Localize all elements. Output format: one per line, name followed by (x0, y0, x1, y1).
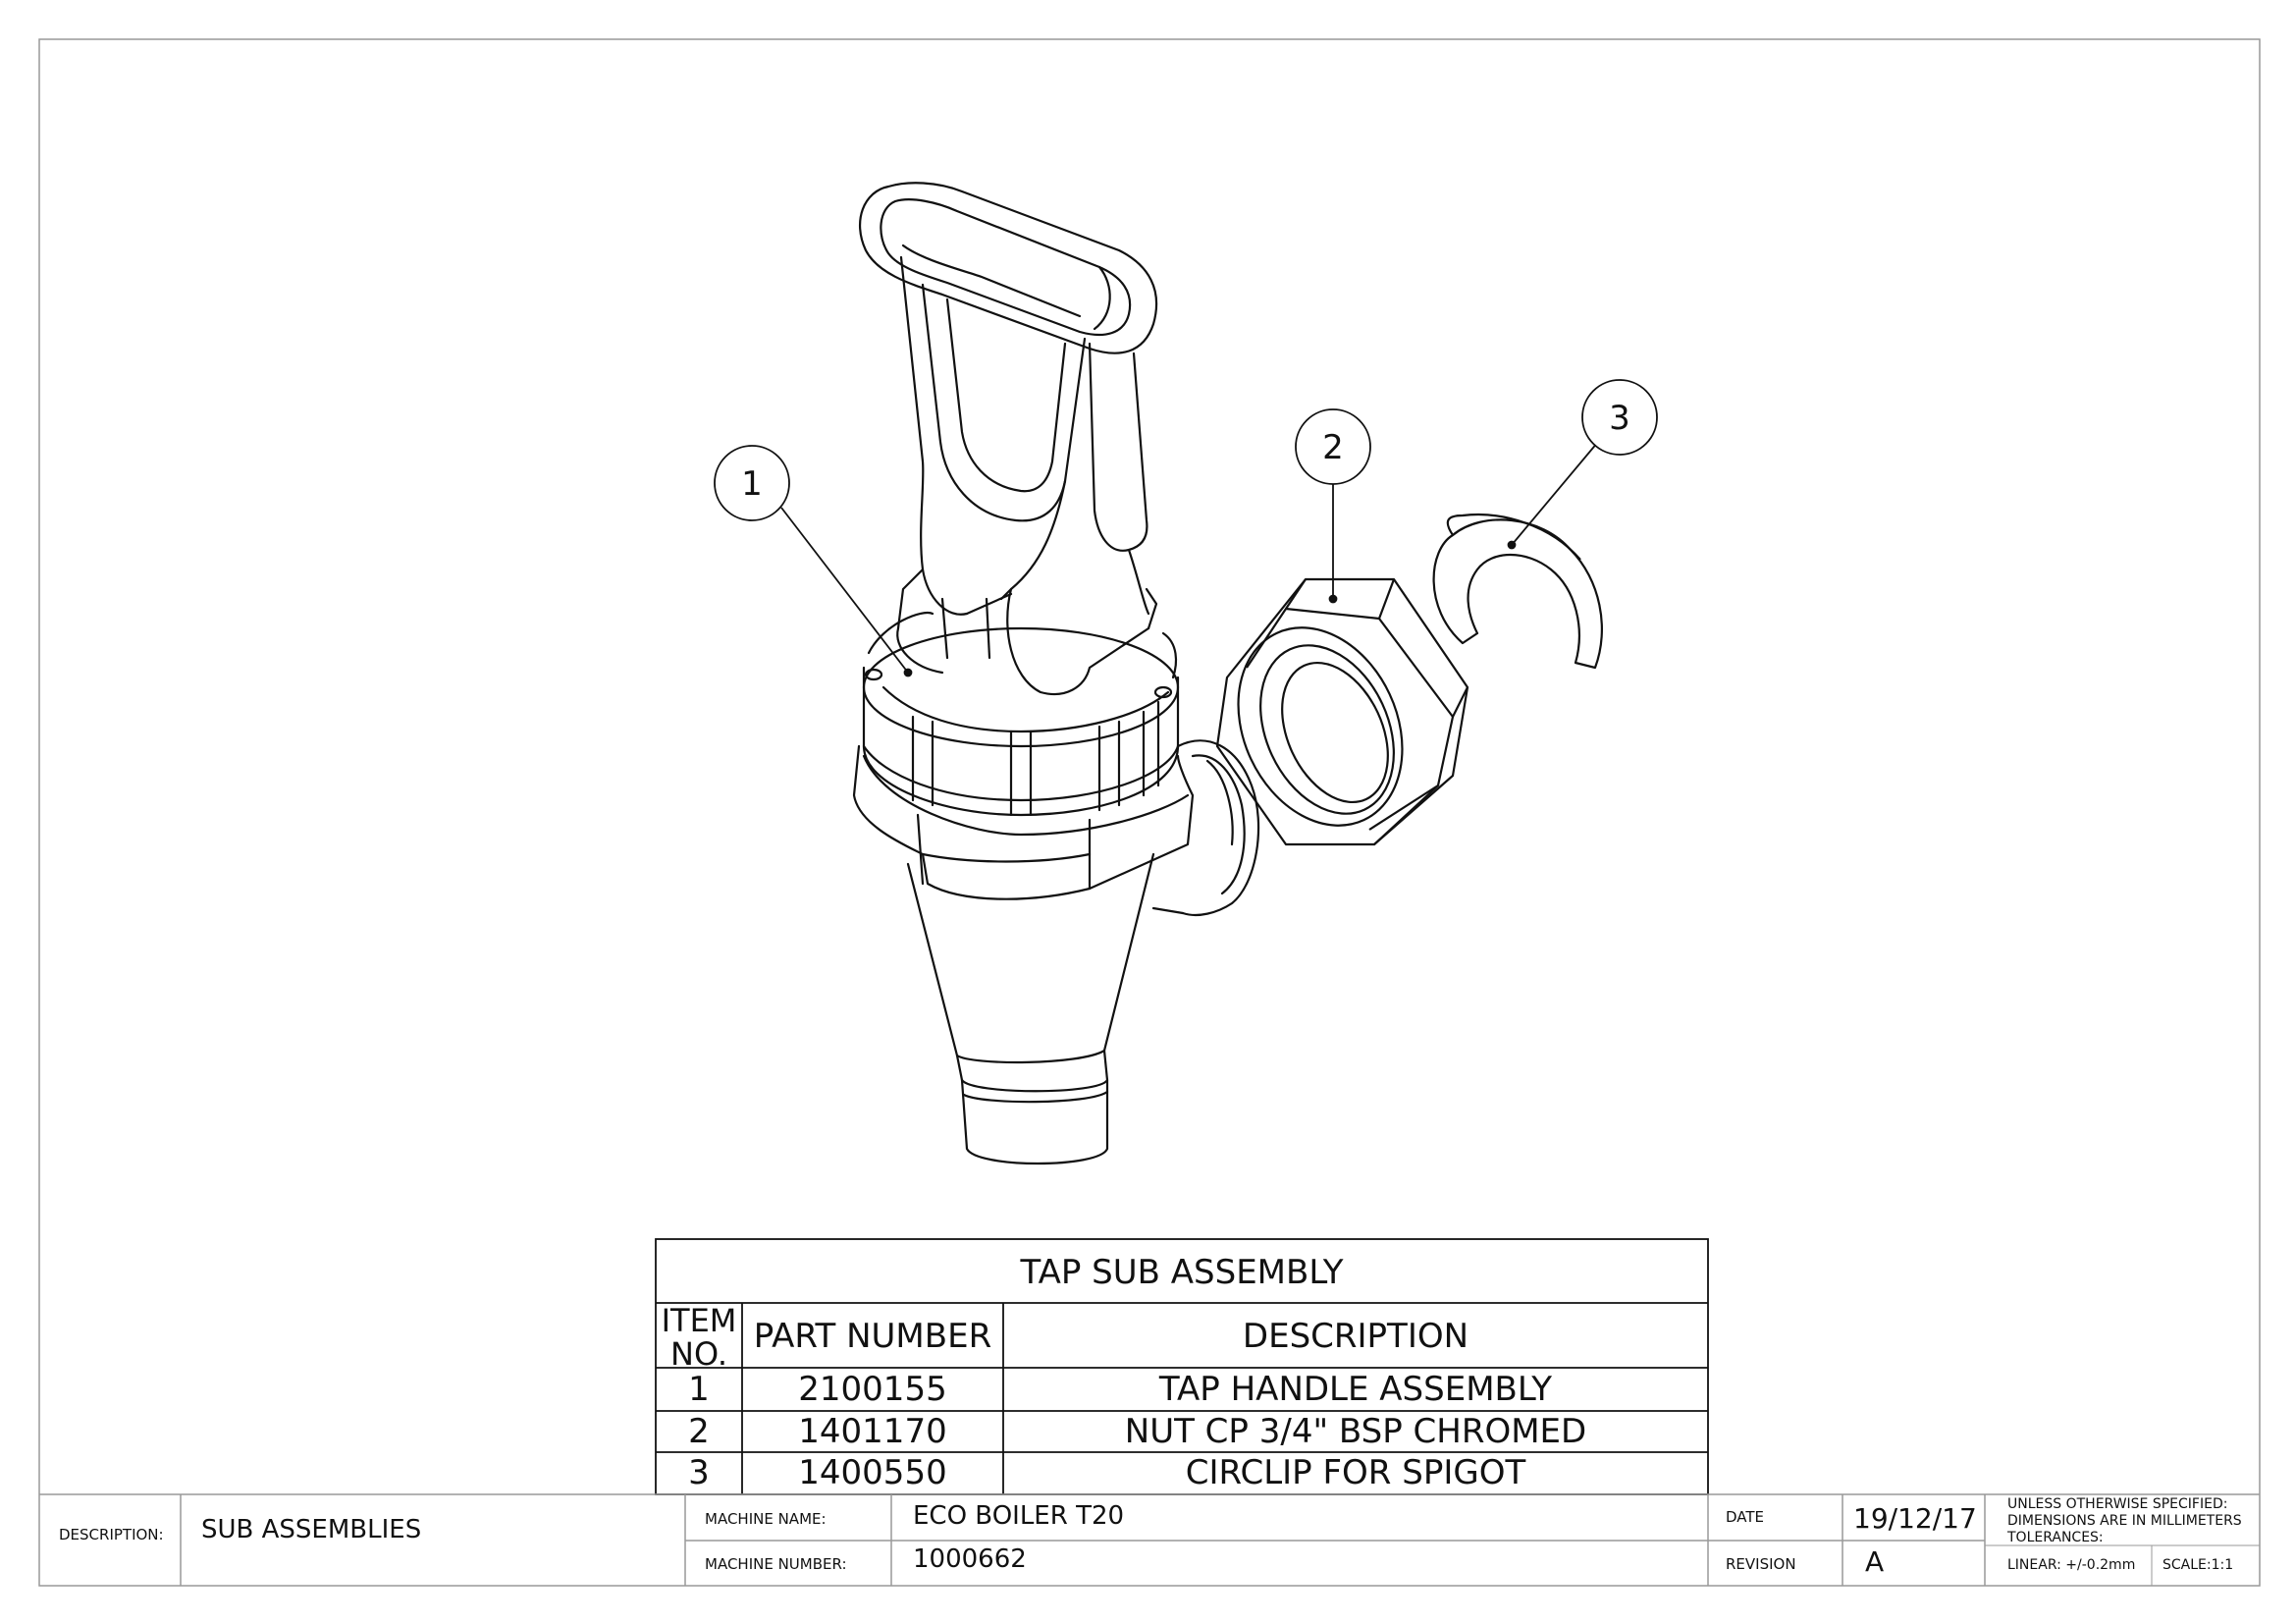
bom-row: 2 1401170 NUT CP 3/4" BSP CHROMED (688, 1412, 1586, 1451)
tap-spout (906, 852, 1155, 1165)
revision-value: A (1865, 1545, 1884, 1578)
balloon-1-label: 1 (741, 464, 763, 504)
bom-header-part-number: PART NUMBER (754, 1317, 991, 1356)
circlip-drawing (1432, 514, 1603, 670)
sheet-border (38, 38, 2261, 1587)
machine-number-value: 1000662 (913, 1544, 1027, 1574)
bom-title: TAP SUB ASSEMBLY (1019, 1253, 1343, 1292)
balloon-leaders (780, 441, 1599, 677)
bom-header-item-line1: ITEM (662, 1302, 737, 1339)
notes-line-3: TOLERANCES: (2006, 1530, 2104, 1545)
tap-handle-stem (896, 255, 1158, 696)
tap-assembly-drawing (852, 182, 1260, 1165)
bom-row-description: NUT CP 3/4" BSP CHROMED (1125, 1412, 1586, 1451)
bom-header-description: DESCRIPTION (1243, 1317, 1468, 1356)
tap-bonnet (862, 611, 1180, 817)
notes-line-2: DIMENSIONS ARE IN MILLIMETERS (2007, 1513, 2242, 1529)
tap-handle-grip (858, 182, 1158, 354)
bom-row-item: 2 (688, 1412, 710, 1451)
title-block: DESCRIPTION: SUB ASSEMBLIES MACHINE NAME… (39, 1493, 2261, 1587)
tap-body-collar (852, 744, 1195, 900)
balloon-3-label: 3 (1609, 399, 1630, 438)
bom-row-description: CIRCLIP FOR SPIGOT (1186, 1453, 1526, 1492)
bom-header-item-line2: NO. (670, 1335, 727, 1373)
hex-nut-drawing (1215, 577, 1469, 846)
notes-line-4: LINEAR: +/-0.2mm (2007, 1557, 2135, 1573)
balloon-3: 3 (1581, 379, 1658, 456)
bom-table: TAP SUB ASSEMBLY ITEM NO. PART NUMBER DE… (655, 1238, 1709, 1495)
balloon-2: 2 (1295, 408, 1371, 485)
machine-number-label: MACHINE NUMBER: (705, 1555, 847, 1573)
revision-label: REVISION (1726, 1555, 1796, 1573)
scale-label: SCALE:1:1 (2163, 1557, 2233, 1573)
bom-row-part-number: 2100155 (798, 1370, 946, 1409)
machine-name-value: ECO BOILER T20 (913, 1501, 1124, 1531)
bom-row: 3 1400550 CIRCLIP FOR SPIGOT (688, 1453, 1525, 1492)
bom-row-part-number: 1400550 (798, 1453, 946, 1492)
description-label: DESCRIPTION: (59, 1526, 164, 1543)
date-label: DATE (1726, 1508, 1764, 1526)
bom-row-item: 3 (688, 1453, 710, 1492)
machine-name-label: MACHINE NAME: (705, 1510, 827, 1528)
notes-line-1: UNLESS OTHERWISE SPECIFIED: (2007, 1496, 2227, 1512)
bom-row-item: 1 (688, 1370, 710, 1409)
balloon-2-label: 2 (1322, 428, 1344, 467)
date-value: 19/12/17 (1853, 1502, 1977, 1535)
balloon-1: 1 (714, 445, 790, 521)
bom-row: 1 2100155 TAP HANDLE ASSEMBLY (688, 1370, 1552, 1409)
bom-row-part-number: 1401170 (798, 1412, 946, 1451)
description-value: SUB ASSEMBLIES (201, 1515, 421, 1544)
tap-inlet-thread (1151, 739, 1260, 917)
bom-row-description: TAP HANDLE ASSEMBLY (1158, 1370, 1552, 1409)
